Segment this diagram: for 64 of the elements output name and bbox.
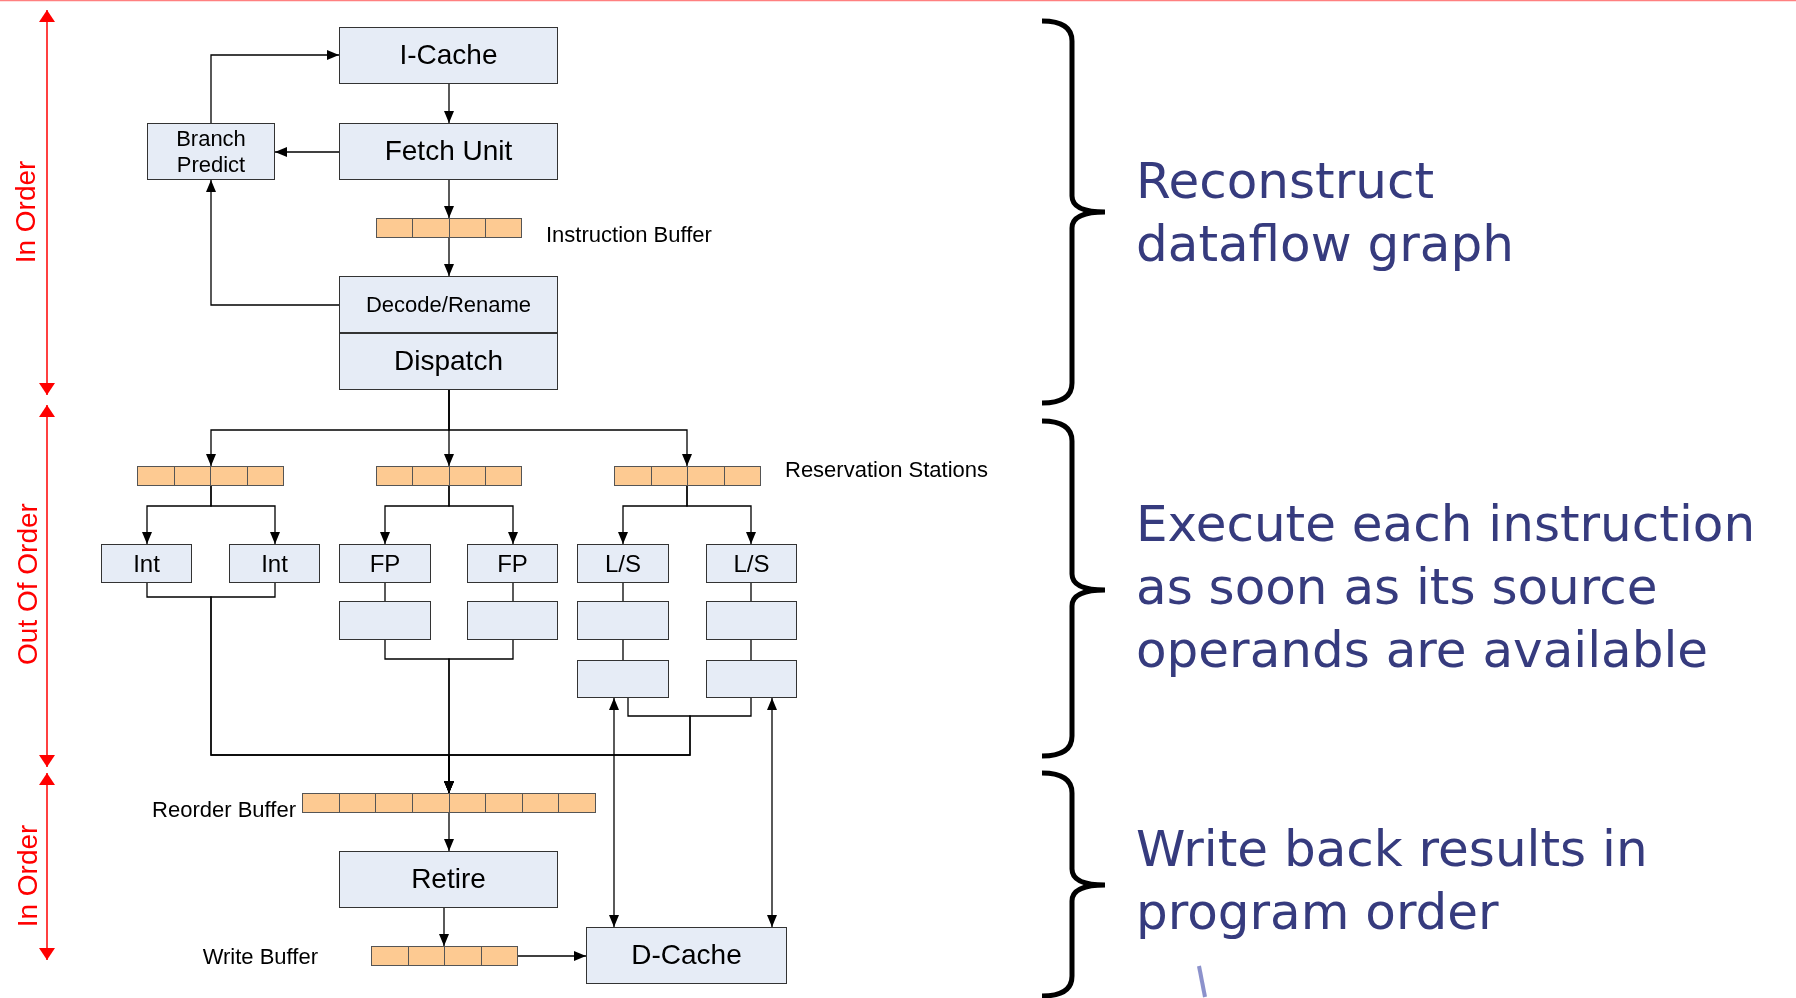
section-label: In Order xyxy=(10,160,42,264)
unit-label: Retire xyxy=(411,863,486,896)
unit-label: FP xyxy=(369,549,401,578)
connector-arrow xyxy=(439,907,449,947)
connector-arrow xyxy=(210,50,340,124)
connector-arrow xyxy=(444,237,454,277)
unit-box xyxy=(339,851,558,908)
pipeline-stage-box xyxy=(706,601,797,640)
unit-box xyxy=(101,544,192,583)
connector-arrow xyxy=(767,697,777,928)
connector-arrow xyxy=(609,697,619,928)
connector-arrow xyxy=(448,389,692,467)
connector-arrow xyxy=(206,179,340,306)
unit-box xyxy=(586,927,787,984)
section-label: In Order xyxy=(12,824,44,928)
stage-description: Reconstruct dataflow graph xyxy=(1136,151,1515,275)
unit-box xyxy=(577,544,669,583)
connector-arrow xyxy=(517,951,587,961)
unit-label: Decode/Rename xyxy=(365,291,532,318)
section-label: Out Of Order xyxy=(12,503,44,665)
buffer-bar xyxy=(376,466,522,486)
unit-box xyxy=(339,276,558,333)
buffer-bar xyxy=(614,466,761,486)
unit-box xyxy=(147,123,275,180)
unit-box xyxy=(339,123,558,180)
connector-arrow xyxy=(444,812,454,852)
connector-arrow xyxy=(686,485,756,545)
connector-arrow xyxy=(444,697,752,794)
unit-box xyxy=(339,27,558,84)
stage-description: Write back results in program order xyxy=(1136,819,1649,943)
connector-arrow xyxy=(210,485,280,545)
connector-arrow xyxy=(444,83,454,124)
pipeline-stage-box xyxy=(577,660,669,698)
unit-label: Int xyxy=(261,549,288,578)
unit-box xyxy=(467,544,558,583)
buffer-bar xyxy=(137,466,284,486)
unit-label: I-Cache xyxy=(399,39,498,72)
unit-label: Dispatch xyxy=(394,345,503,378)
connector-arrow xyxy=(444,179,454,219)
buffer-bar xyxy=(376,218,522,238)
buffer-label: Reservation Stations xyxy=(785,457,988,483)
unit-label: FP xyxy=(497,549,528,578)
pipeline-stage-box xyxy=(339,601,431,640)
pipeline-stage-box xyxy=(577,601,669,640)
unit-label: D-Cache xyxy=(631,939,742,972)
buffer-label: Reorder Buffer xyxy=(152,797,296,823)
connector-arrow xyxy=(274,147,340,157)
unit-label: L/S xyxy=(733,549,770,578)
unit-label: Fetch Unit xyxy=(384,135,513,168)
buffer-bar xyxy=(371,946,518,966)
unit-box xyxy=(706,544,797,583)
pipeline-stage-box xyxy=(467,601,558,640)
pipeline-stage-box xyxy=(706,660,797,698)
unit-label: Int xyxy=(133,549,160,578)
buffer-label: Instruction Buffer xyxy=(546,222,712,248)
unit-box xyxy=(339,544,431,583)
buffer-bar xyxy=(302,793,596,813)
connector-arrow xyxy=(448,485,518,545)
unit-box xyxy=(339,333,558,390)
unit-label: L/S xyxy=(605,549,641,578)
unit-box xyxy=(229,544,320,583)
unit-label: Branch Predict xyxy=(175,126,247,177)
stage-description: Execute each instruction as soon as its source operands are available xyxy=(1136,494,1757,681)
buffer-label: Write Buffer xyxy=(202,944,318,970)
